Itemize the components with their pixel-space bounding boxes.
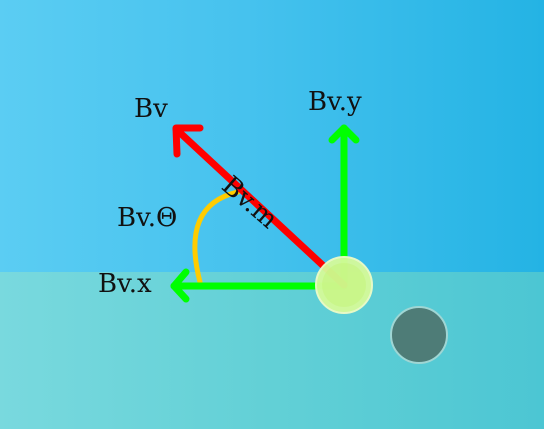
- ball-active-highlight: [322, 263, 366, 307]
- bv-vector: [172, 125, 348, 289]
- bv-y-arrowhead: [328, 124, 360, 144]
- label-bv-y: Bv.y: [308, 87, 362, 117]
- floor-background: [0, 272, 544, 429]
- ball-other[interactable]: [390, 306, 448, 364]
- angle-arc: [192, 189, 241, 285]
- sky-background: [0, 0, 544, 272]
- label-bv: Bv: [134, 94, 168, 124]
- label-bv-x: Bv.x: [98, 269, 152, 299]
- label-bv-theta: Bv.Θ: [117, 203, 178, 233]
- bv-arrowhead: [172, 124, 204, 158]
- bv-x-arrowhead: [170, 268, 190, 303]
